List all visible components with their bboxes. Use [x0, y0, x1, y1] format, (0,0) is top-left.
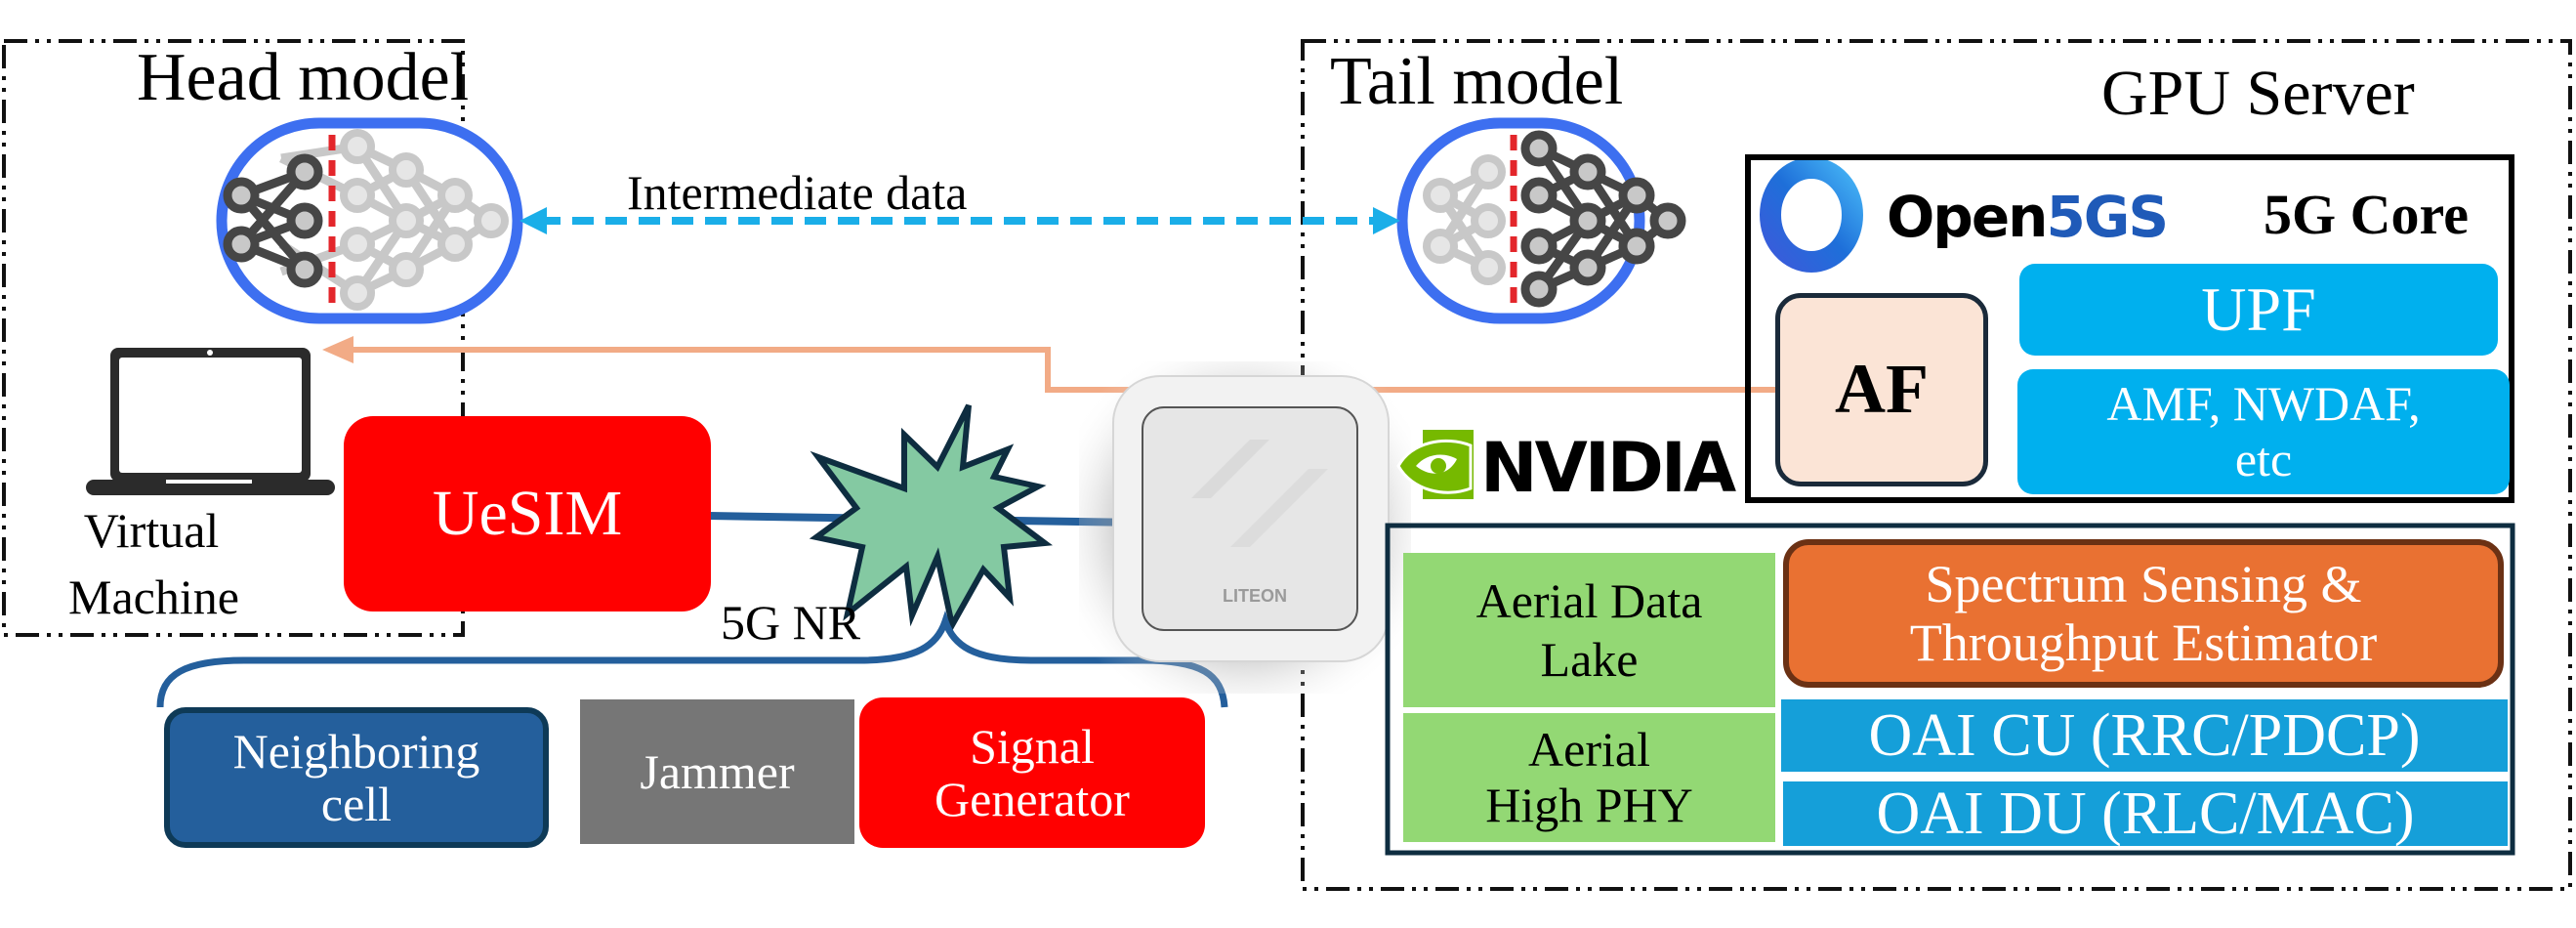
spectrum-estimator-box[interactable]: Spectrum Sensing & Throughput Estimator [1783, 539, 2504, 688]
radio-unit-brand: LITEON [1223, 586, 1287, 606]
af-box[interactable]: AF [1775, 293, 1988, 486]
core-nf-line1: AMF, NWDAF, [2106, 375, 2421, 431]
af-label: AF [1835, 350, 1929, 429]
aerial-high-phy-line1: Aerial [1528, 721, 1650, 777]
5g-core-title: 5G Core [2264, 183, 2469, 246]
oai-du-box[interactable]: OAI DU (RLC/MAC) [1783, 780, 2508, 847]
neighboring-cell-line1: Neighboring [232, 724, 480, 779]
ran-container [1385, 523, 2515, 856]
open5gs-logo-icon [1760, 157, 1863, 273]
head-model-title: Head model [137, 40, 470, 115]
5g-core-container [1745, 154, 2514, 503]
nvidia-logo-text: NVIDIA [1480, 428, 1736, 508]
radio-unit-device [1079, 361, 1411, 694]
aerial-data-lake-line1: Aerial Data [1475, 573, 1703, 628]
oai-cu-box[interactable]: OAI CU (RRC/PDCP) [1781, 699, 2508, 772]
open5gs-logo-text-a: Open [1887, 184, 2048, 250]
5g-nr-label: 5G NR [721, 595, 861, 650]
af-feedback-arrow [322, 336, 1775, 393]
tail-model-network-icon [1396, 117, 1686, 324]
jammer-box[interactable]: Jammer [580, 699, 854, 844]
core-nf-line2: etc [2234, 432, 2293, 486]
intermediate-data-arrow [519, 207, 1400, 234]
spectrum-estimator-line1: Spectrum Sensing & [1925, 554, 2362, 613]
laptop-icon [86, 348, 335, 495]
interference-burst-icon [809, 403, 1054, 634]
core-nf-box[interactable]: AMF, NWDAF, etc [2017, 369, 2510, 494]
jammer-label: Jammer [640, 744, 795, 799]
signal-generator-line1: Signal [970, 719, 1095, 774]
open5gs-logo-text-b: 5GS [2046, 184, 2169, 250]
virtual-machine-label-line1: Virtual [83, 503, 220, 558]
head-device-frame [2, 39, 465, 637]
virtual-machine-label: Virtual Machine [68, 503, 239, 624]
aerial-data-lake-box[interactable]: Aerial Data Lake [1403, 553, 1775, 707]
open5gs-logo-text: Open5GS [1887, 184, 2169, 250]
oai-du-label: OAI DU (RLC/MAC) [1876, 780, 2415, 847]
aerial-data-lake-line2: Lake [1540, 632, 1639, 687]
uesim-box[interactable]: UeSIM [344, 416, 711, 612]
uesim-label: UeSIM [432, 478, 623, 550]
aerial-high-phy-box[interactable]: Aerial High PHY [1403, 713, 1775, 842]
signal-generator-line2: Generator [935, 772, 1130, 826]
neighboring-cell-line2: cell [320, 777, 393, 831]
upf-label: UPF [2201, 274, 2316, 345]
nvidia-logo-icon [1396, 430, 1474, 499]
oai-cu-label: OAI CU (RRC/PDCP) [1868, 701, 2421, 769]
gpu-server-label: GPU Server [2101, 58, 2415, 129]
spectrum-estimator-line2: Throughput Estimator [1909, 613, 2378, 672]
interference-brace [156, 610, 1228, 708]
head-model-network-icon [216, 117, 523, 324]
signal-generator-box[interactable]: Signal Generator [859, 697, 1205, 848]
tail-model-title: Tail model [1330, 44, 1624, 119]
upf-box[interactable]: UPF [2019, 264, 2498, 356]
aerial-high-phy-line2: High PHY [1485, 778, 1693, 832]
virtual-machine-label-line2: Machine [68, 569, 239, 624]
intermediate-data-label: Intermediate data [627, 165, 968, 220]
neighboring-cell-box[interactable]: Neighboring cell [164, 707, 549, 848]
